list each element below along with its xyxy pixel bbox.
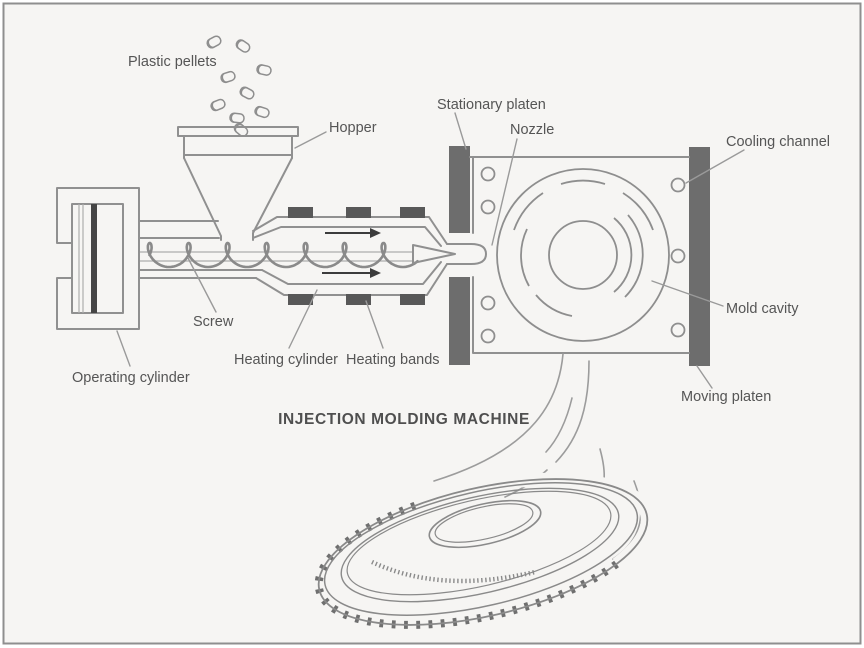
- mold-cavity-arc-right-inner: [613, 217, 633, 293]
- label-plastic-pellets: Plastic pellets: [128, 54, 217, 70]
- mold-cavity-arc-left: [520, 228, 530, 287]
- moving-platen-bar: [689, 147, 710, 366]
- screw-coil: [146, 241, 419, 269]
- label-mold-cavity: Mold cavity: [726, 301, 799, 317]
- cooling-channel-hole: [480, 199, 496, 215]
- diagram-title: INJECTION MOLDING MACHINE: [278, 411, 530, 428]
- cooling-channel-hole: [670, 248, 686, 264]
- nozzle-pointer: [491, 138, 518, 246]
- heating-band: [400, 207, 425, 218]
- heating-cylinder-pointer: [288, 289, 318, 349]
- heating-band: [346, 207, 371, 218]
- heating-bands-pointer: [365, 300, 384, 349]
- label-moving-platen: Moving platen: [681, 389, 771, 405]
- hopper-body: [183, 135, 293, 159]
- clamping-unit: [449, 146, 710, 366]
- flow-arrow-head: [370, 268, 381, 278]
- mold-dashed-arc-ring: [513, 179, 654, 231]
- hopper-funnel: [183, 157, 293, 241]
- mold-cavity-arc-right-outer: [624, 214, 644, 298]
- screw-pointer: [187, 257, 217, 313]
- heating-band: [400, 294, 425, 305]
- label-hopper: Hopper: [329, 120, 377, 136]
- piston: [91, 204, 97, 313]
- cooling-channel-hole: [670, 322, 686, 338]
- mold-cavity-pointer: [651, 280, 724, 307]
- cooling-channel-hole: [480, 295, 496, 311]
- screw-tip-cone: [412, 244, 456, 264]
- stationary-platen-pointer: [454, 112, 467, 150]
- disc-surface-ring: [340, 487, 620, 603]
- swoosh-curve: [555, 360, 590, 463]
- label-operating-cylinder: Operating cylinder: [72, 370, 190, 386]
- cooling-channel-hole: [480, 328, 496, 344]
- disc-rim-inner-line: [323, 482, 639, 616]
- disc-surface-ring: [346, 490, 612, 596]
- hopper-rim: [177, 126, 299, 137]
- mold-inner-ring: [548, 220, 618, 290]
- ejection-swoosh: [433, 353, 642, 560]
- nozzle-tube: [446, 243, 487, 265]
- disc-center-depression-inner: [434, 503, 534, 543]
- label-stationary-platen: Stationary platen: [437, 97, 546, 113]
- hopper: [177, 126, 299, 241]
- callout-pointers: [116, 112, 745, 389]
- flow-arrow-head: [370, 228, 381, 238]
- stationary-platen-lower: [449, 277, 470, 365]
- swoosh-curve: [545, 397, 573, 453]
- label-heating-bands: Heating bands: [346, 352, 440, 368]
- disc-center-depression: [428, 499, 542, 549]
- flow-arrows: [322, 228, 381, 278]
- heating-band: [346, 294, 371, 305]
- mold-outer-ring: [496, 168, 670, 342]
- heating-band: [288, 207, 313, 218]
- piston-rod-lines: [78, 204, 84, 313]
- swoosh-curve: [433, 353, 564, 482]
- operating-cylinder-bore: [71, 203, 124, 314]
- heating-band: [288, 294, 313, 305]
- heating-cylinder-bottom-inner: [261, 261, 442, 285]
- label-screw: Screw: [193, 314, 234, 330]
- mold-cavity-rings: [496, 168, 670, 342]
- cooling-channel-hole: [670, 177, 686, 193]
- label-heating-cylinder: Heating cylinder: [234, 352, 338, 368]
- cooling-channel-pointer: [685, 149, 745, 184]
- hopper-pointer: [294, 131, 327, 149]
- label-nozzle: Nozzle: [510, 122, 554, 138]
- molded-disc: [312, 472, 654, 632]
- mold-cavity-arc-bottom: [535, 294, 573, 317]
- labels: Plastic pellets Hopper Stationary platen…: [72, 54, 830, 428]
- mold-block-outline: [469, 156, 690, 354]
- operating-cylinder-housing: [56, 187, 140, 330]
- label-cooling-channel: Cooling channel: [726, 134, 830, 150]
- operating-cylinder-pointer: [116, 330, 131, 367]
- heating-cylinder-top-inner: [252, 226, 442, 247]
- cooling-channels: [480, 166, 686, 344]
- disc-outer-rim: [317, 478, 649, 626]
- stationary-platen-upper: [449, 146, 470, 233]
- injection-unit: [138, 207, 487, 305]
- moving-platen-pointer: [696, 365, 713, 389]
- cooling-channel-hole: [480, 166, 496, 182]
- operating-cylinder: [56, 187, 140, 330]
